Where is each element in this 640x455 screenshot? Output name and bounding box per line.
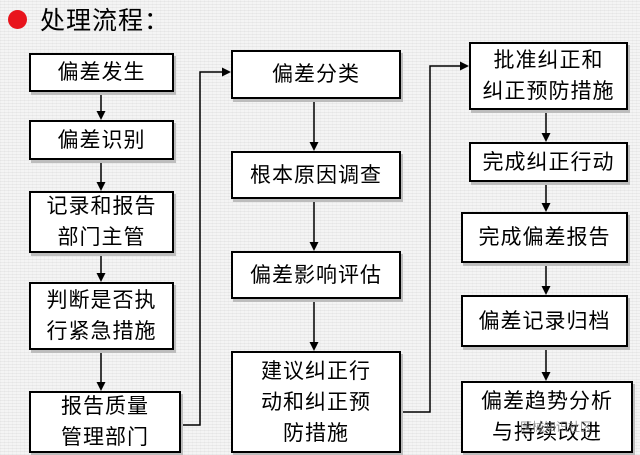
step-complete-correction: 完成纠正行动 <box>469 142 628 182</box>
header: 处理流程： <box>8 2 170 36</box>
step-trend-analysis: 偏差趋势分析 与持续改进 <box>461 381 633 453</box>
step-archive-record: 偏差记录归档 <box>461 295 628 347</box>
arrow-c1-to-c2 <box>181 67 231 426</box>
step-deviation-occurs: 偏差发生 <box>29 53 174 92</box>
step-deviation-classification: 偏差分类 <box>231 50 401 99</box>
step-approve-capa: 批准纠正和 纠正预防措施 <box>469 42 628 110</box>
step-root-cause-investigation: 根本原因调查 <box>231 151 401 199</box>
watermark: 医械知识社区 <box>520 420 593 434</box>
arrow-c2-to-c3 <box>401 61 469 413</box>
step-emergency-measures: 判断是否执 行紧急措施 <box>29 282 174 350</box>
bullet-icon <box>8 9 27 29</box>
step-record-report-supervisor: 记录和报告 部门主管 <box>29 191 174 253</box>
page-title: 处理流程： <box>40 6 171 35</box>
step-report-qa: 报告质量 管理部门 <box>29 391 181 453</box>
step-complete-report: 完成偏差报告 <box>461 212 628 263</box>
step-propose-capa: 建议纠正行 动和纠正预 防措施 <box>231 351 401 453</box>
step-impact-assessment: 偏差影响评估 <box>231 251 401 299</box>
step-deviation-identification: 偏差识别 <box>29 120 174 160</box>
